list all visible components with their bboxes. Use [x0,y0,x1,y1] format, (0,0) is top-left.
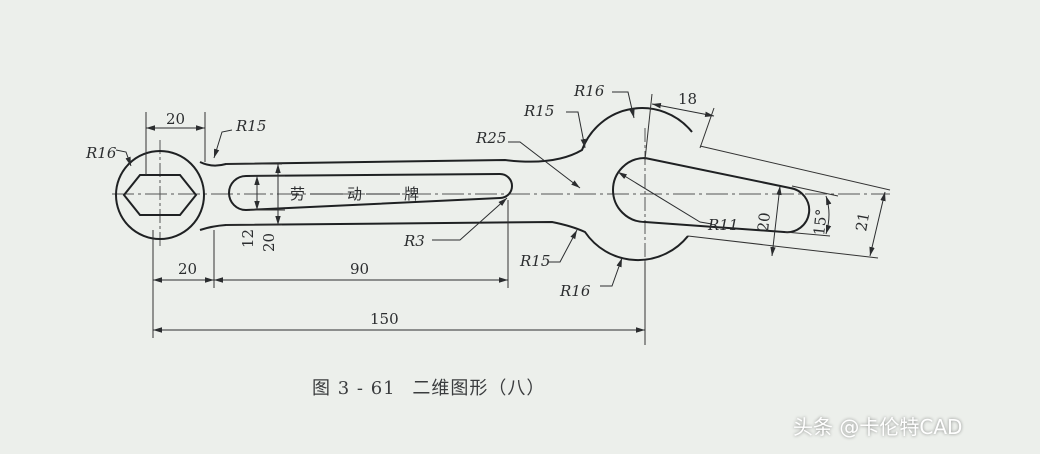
handle-bottom-edge [199,220,689,262]
dim-left-offset: 20 [178,260,197,278]
dimension-lines [146,103,886,333]
dim-jaw-opening: 20 [754,212,774,233]
left-head-circle [115,150,205,240]
handle-top-edge [199,107,693,167]
dim-big-arc: R25 [475,129,506,147]
dim-arc-jaw-angle [825,195,832,235]
inscription-char-1: 劳 [290,185,305,203]
dim-jaw-angle: 15° [810,208,831,236]
dim-line-jaw-depth [651,103,715,117]
dim-slot-height: 12 [239,229,257,248]
dim-overall-length: 150 [370,310,399,328]
inscription-char-3: 牌 [404,185,419,203]
inscription-char-2: 动 [347,185,362,203]
jaw-opening [612,156,811,234]
dim-line-jaw-opening [770,185,782,257]
dim-right-top-fillet: R15 [523,102,554,120]
dim-jaw-radius: R11 [707,216,738,234]
figure-number: 图 3 - 61 [312,378,396,399]
slot [228,172,513,212]
dim-jaw-depth: 18 [678,90,697,108]
dim-left-fillet: R15 [235,117,266,135]
dim-line-jaw-span [869,191,886,257]
dim-right-bottom-radius: R16 [559,282,591,300]
dim-right-bottom-fillet: R15 [519,252,550,270]
watermark: 头条 @卡伦特CAD [793,415,963,439]
extension-lines [145,93,891,345]
dim-hex-width: 20 [166,110,185,128]
dim-jaw-span: 21 [852,211,873,233]
dim-slot-length: 90 [350,260,369,278]
dim-right-top-radius: R16 [573,82,605,100]
dim-left-radius: R16 [85,144,117,162]
leader-lines [115,91,713,287]
dim-handle-height: 20 [260,233,278,252]
hex-socket [122,174,198,216]
figure-caption: 图 3 - 61 二维图形（八） [312,374,555,400]
dim-slot-end: R3 [403,232,425,250]
figure-title: 二维图形（八） [412,378,546,399]
